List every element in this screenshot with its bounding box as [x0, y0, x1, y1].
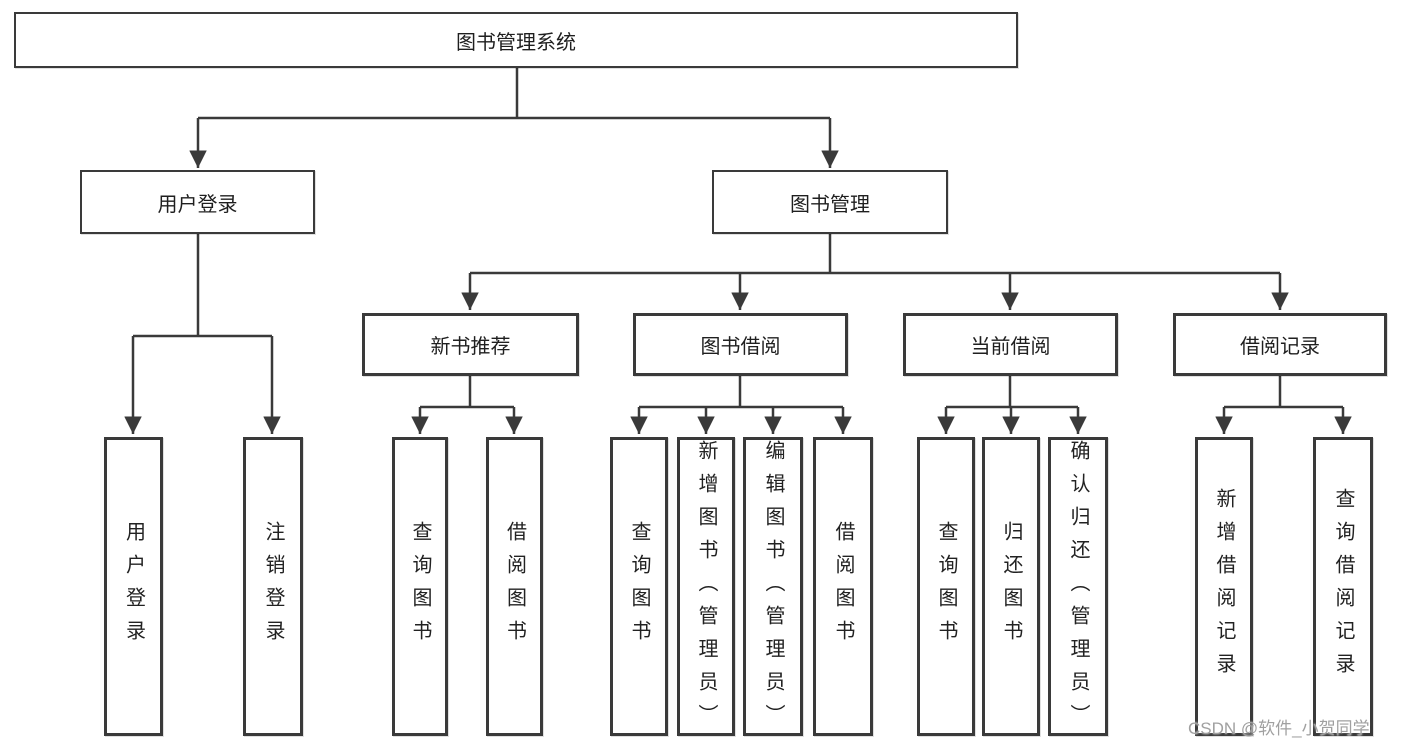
leaf-add-books-admin: 新增图书（管理员） — [677, 437, 735, 737]
node-borrowing-records: 借阅记录 — [1173, 313, 1387, 376]
csdn-watermark: CSDN @软件_小贺同学 — [1188, 719, 1370, 738]
node-label: 借阅图书 — [503, 520, 526, 653]
node-book-borrowing: 图书借阅 — [633, 313, 848, 376]
node-label: 借阅记录 — [1240, 336, 1320, 358]
node-new-book-recommendation: 新书推荐 — [362, 313, 579, 376]
node-label: 图书管理 — [790, 193, 870, 216]
leaf-confirm-return-admin: 确认归还（管理员） — [1048, 437, 1108, 737]
node-label: 借阅图书 — [832, 520, 854, 653]
node-label: 查询图书 — [935, 520, 957, 653]
leaf-query-books-current: 查询图书 — [917, 437, 975, 736]
node-label: 用户登录 — [122, 520, 145, 653]
node-label: 编辑图书（管理员） — [762, 440, 784, 737]
node-label: 图书管理系统 — [456, 31, 576, 54]
node-label: 当前借阅 — [970, 336, 1051, 358]
node-label: 用户登录 — [157, 193, 238, 216]
leaf-return-books: 归还图书 — [982, 437, 1040, 736]
node-book-management-system: 图书管理系统 — [14, 12, 1018, 68]
leaf-borrow-books: 借阅图书 — [813, 437, 873, 736]
node-current-borrowing: 当前借阅 — [903, 313, 1118, 376]
node-label: 新增借阅记录 — [1213, 487, 1235, 686]
node-user-login: 用户登录 — [80, 170, 315, 234]
leaf-add-borrow-record: 新增借阅记录 — [1195, 437, 1253, 736]
node-label: 新增图书（管理员） — [695, 440, 717, 737]
leaf-query-books-borrow: 查询图书 — [610, 437, 668, 736]
node-label: 查询借阅记录 — [1332, 487, 1354, 686]
node-label: 确认归还（管理员） — [1067, 440, 1089, 737]
node-label: 归还图书 — [1000, 520, 1022, 653]
node-label: 查询图书 — [628, 520, 650, 653]
node-book-management: 图书管理 — [712, 170, 948, 234]
leaf-query-books-recommend: 查询图书 — [392, 437, 448, 736]
node-label: 新书推荐 — [430, 336, 511, 358]
node-label: 注销登录 — [262, 520, 284, 653]
leaf-borrow-books-recommend: 借阅图书 — [486, 437, 543, 736]
leaf-edit-books-admin: 编辑图书（管理员） — [743, 437, 803, 737]
leaf-logout: 注销登录 — [243, 437, 303, 736]
leaf-query-borrow-record: 查询借阅记录 — [1313, 437, 1373, 736]
node-label: 图书借阅 — [700, 336, 781, 358]
leaf-user-login: 用户登录 — [104, 437, 163, 736]
node-label: 查询图书 — [409, 520, 431, 653]
